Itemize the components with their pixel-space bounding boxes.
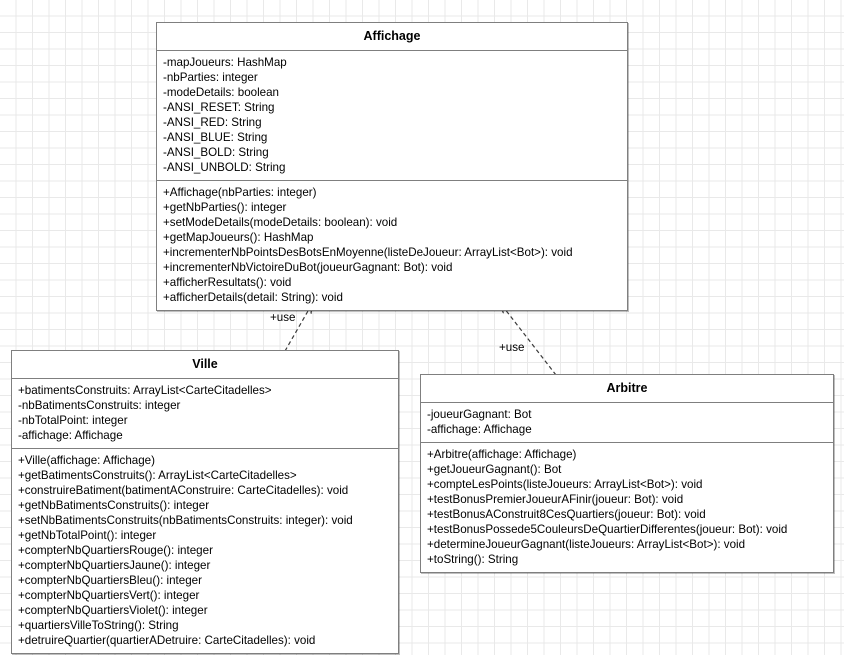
method-row: +compterNbQuartiersBleu(): integer	[18, 574, 202, 587]
attribute-row: -ANSI_BLUE: String	[163, 131, 268, 144]
method-row: +compteLesPoints(listeJoueurs: ArrayList…	[427, 478, 703, 491]
uml-class-arbitre[interactable]: Arbitre -joueurGagnant: Bot -affichage: …	[420, 374, 834, 573]
class-title-arbitre: Arbitre	[421, 375, 833, 402]
method-row: +compterNbQuartiersRouge(): integer	[18, 544, 213, 557]
divider	[421, 402, 833, 403]
method-row: +Affichage(nbParties: integer)	[163, 186, 317, 199]
divider	[157, 180, 627, 181]
method-row: +construireBatiment(batimentAConstruire:…	[18, 484, 349, 497]
method-row: +testBonusAConstruit8CesQuartiers(joueur…	[427, 508, 706, 521]
method-row: +getNbParties(): integer	[163, 201, 287, 214]
attribute-row: -ANSI_BOLD: String	[163, 146, 269, 159]
method-row: +getNbTotalPoint(): integer	[18, 529, 157, 542]
method-row: +setNbBatimentsConstruits(nbBatimentsCon…	[18, 514, 353, 527]
attributes-compartment-affichage: -mapJoueurs: HashMap -nbParties: integer…	[157, 51, 627, 180]
method-row: +compterNbQuartiersJaune(): integer	[18, 559, 211, 572]
attribute-row: -modeDetails: boolean	[163, 86, 280, 99]
method-row: +compterNbQuartiersVert(): integer	[18, 589, 200, 602]
method-row: +toString(): String	[427, 553, 519, 566]
method-row: +afficherResultats(): void	[163, 276, 292, 289]
attributes-compartment-ville: +batimentsConstruits: ArrayList<CarteCit…	[12, 379, 398, 448]
attribute-row: -affichage: Affichage	[427, 423, 532, 436]
attribute-row: -ANSI_UNBOLD: String	[163, 161, 286, 174]
attribute-row: -nbBatimentsConstruits: integer	[18, 399, 181, 412]
divider	[421, 442, 833, 443]
uml-class-affichage[interactable]: Affichage -mapJoueurs: HashMap -nbPartie…	[156, 22, 628, 311]
method-row: +detruireQuartier(quartierADetruire: Car…	[18, 634, 316, 647]
method-row: +setModeDetails(modeDetails: boolean): v…	[163, 216, 398, 229]
attribute-row: -ANSI_RESET: String	[163, 101, 275, 114]
method-row: +testBonusPremierJoueurAFinir(joueur: Bo…	[427, 493, 684, 506]
method-row: +getBatimentsConstruits(): ArrayList<Car…	[18, 469, 297, 482]
uml-class-ville[interactable]: Ville +batimentsConstruits: ArrayList<Ca…	[11, 350, 399, 654]
class-title-affichage: Affichage	[157, 23, 627, 50]
method-row: +getNbBatimentsConstruits(): integer	[18, 499, 210, 512]
method-row: +testBonusPossede5CouleursDeQuartierDiff…	[427, 523, 788, 536]
attribute-row: -nbParties: integer	[163, 71, 258, 84]
divider	[157, 50, 627, 51]
attribute-row: -ANSI_RED: String	[163, 116, 262, 129]
method-row: +Ville(affichage: Affichage)	[18, 454, 155, 467]
method-row: +incrementerNbPointsDesBotsEnMoyenne(lis…	[163, 246, 573, 259]
attribute-row: +batimentsConstruits: ArrayList<CarteCit…	[18, 384, 272, 397]
class-title-ville: Ville	[12, 351, 398, 378]
methods-compartment-ville: +Ville(affichage: Affichage) +getBatimen…	[12, 449, 398, 653]
method-row: +incrementerNbVictoireDuBot(joueurGagnan…	[163, 261, 453, 274]
edge-label-ville-uses-affichage: +use	[270, 311, 296, 324]
method-row: +determineJoueurGagnant(listeJoueurs: Ar…	[427, 538, 746, 551]
method-row: +compterNbQuartiersViolet(): integer	[18, 604, 208, 617]
method-row: +Arbitre(affichage: Affichage)	[427, 448, 577, 461]
divider	[12, 448, 398, 449]
attribute-row: -mapJoueurs: HashMap	[163, 56, 287, 69]
attribute-row: -joueurGagnant: Bot	[427, 408, 532, 421]
attribute-row: -nbTotalPoint: integer	[18, 414, 128, 427]
attribute-row: -affichage: Affichage	[18, 429, 123, 442]
method-row: +afficherDetails(detail: String): void	[163, 291, 343, 304]
methods-compartment-affichage: +Affichage(nbParties: integer) +getNbPar…	[157, 181, 627, 310]
method-row: +getJoueurGagnant(): Bot	[427, 463, 562, 476]
edge-label-arbitre-uses-affichage: +use	[499, 341, 525, 354]
method-row: +getMapJoueurs(): HashMap	[163, 231, 314, 244]
divider	[12, 378, 398, 379]
attributes-compartment-arbitre: -joueurGagnant: Bot -affichage: Affichag…	[421, 403, 833, 442]
methods-compartment-arbitre: +Arbitre(affichage: Affichage) +getJoueu…	[421, 443, 833, 572]
method-row: +quartiersVilleToString(): String	[18, 619, 179, 632]
